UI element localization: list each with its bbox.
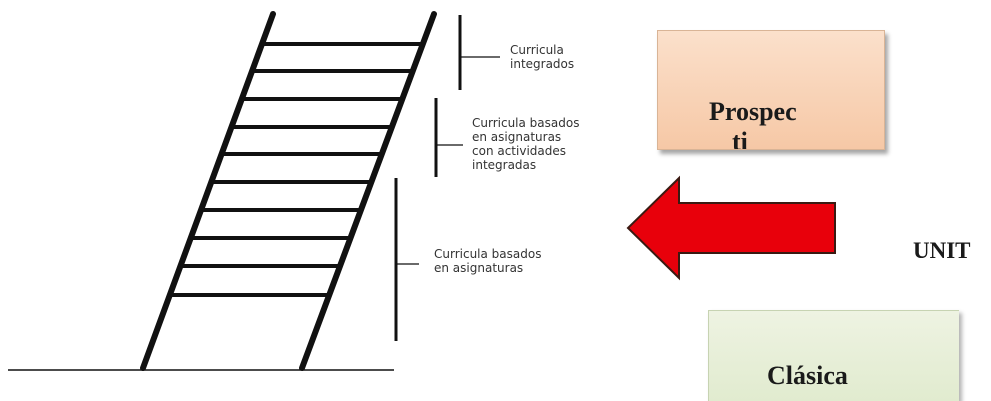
ladder-right-rail [299,11,437,371]
label-curricula-integrados: Curricula integrados [510,43,574,71]
bracket-actividades [434,98,463,177]
bracket-asignaturas [394,178,419,341]
label-line: con actividades [472,144,567,158]
unit-text: UNIT [913,238,971,263]
prospectiva-box: Prospec ti [657,30,885,150]
clasica-text: Clásica [767,361,848,390]
label-line: Curricula [510,43,564,57]
label-curricula-asignaturas: Curricula basados en asignaturas [434,247,541,275]
label-line: Curricula basados [472,116,580,130]
label-line: en asignaturas [472,130,562,144]
label-line: integradas [472,158,537,172]
bracket-integrados [458,15,500,90]
label-line: en asignaturas [434,261,524,275]
label-curricula-actividades-integradas: Curricula basados en asignaturas con act… [472,116,579,172]
ladder-left-rail [140,11,276,371]
prospectiva-text-cut: ti [732,127,748,150]
label-line: Curricula basados [434,247,542,261]
red-arrow-icon [626,175,836,281]
prospectiva-text: Prospec [709,97,797,126]
ladder-diagram [8,11,836,371]
ladder-rungs [169,42,423,297]
label-line: integrados [510,57,575,71]
clasica-box: Clásica [708,310,959,401]
